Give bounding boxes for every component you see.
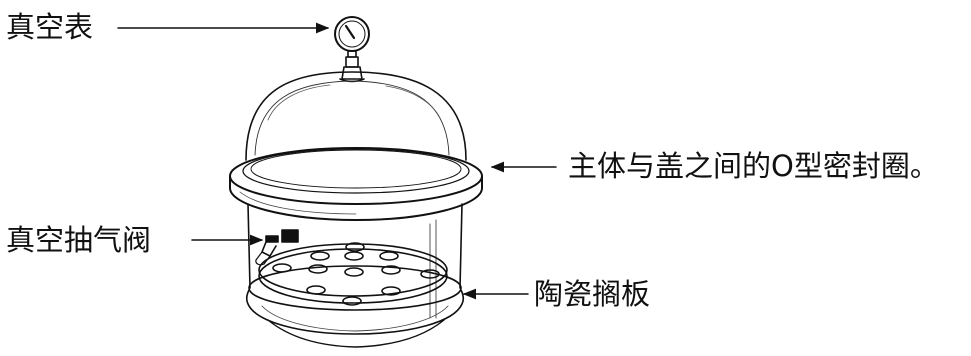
label-vacuum-valve: 真空抽气阀 xyxy=(6,223,152,257)
label-ceramic-plate: 陶瓷搁板 xyxy=(534,277,651,311)
dome-lid xyxy=(245,71,467,161)
label-vacuum-gauge: 真空表 xyxy=(6,10,94,44)
leader-lines xyxy=(117,22,557,300)
label-o-ring-seal: 主体与盖之间的O型密封圈。 xyxy=(568,149,939,183)
valve-icon xyxy=(255,229,299,266)
seal-flange xyxy=(229,147,483,221)
vacuum-gauge-icon xyxy=(334,16,370,83)
ceramic-plate xyxy=(258,242,448,306)
desiccator-body xyxy=(245,203,465,348)
